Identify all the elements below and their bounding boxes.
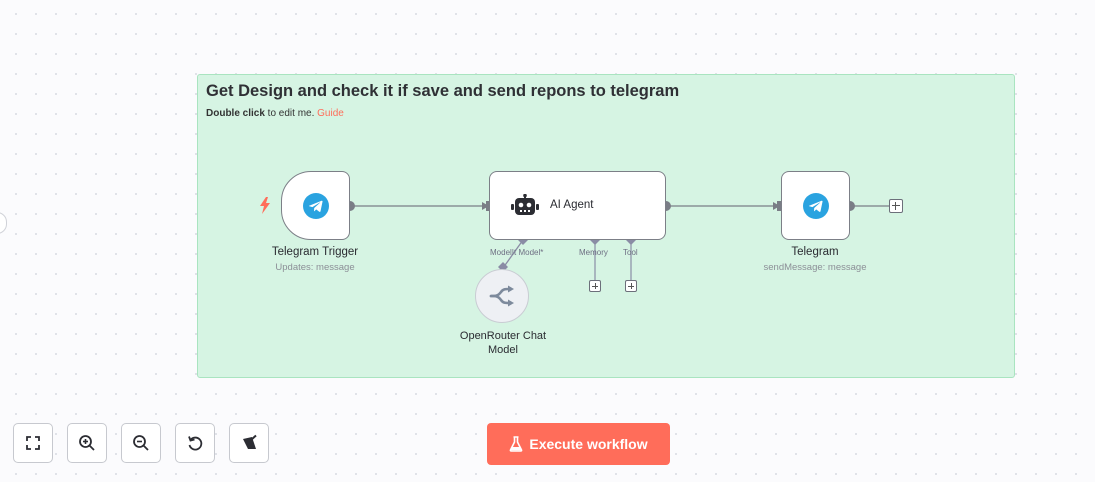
add-next-node-button[interactable] [889,199,903,213]
memory-port-label: Memory [579,248,608,257]
fit-view-icon [26,436,40,450]
telegram-trigger-subtitle: Updates: message [275,262,355,273]
broom-icon [243,434,257,449]
trigger-bolt-icon [260,197,270,214]
zoom-out-button[interactable] [121,423,161,463]
zoom-in-button[interactable] [67,423,107,463]
zoom-to-fit-button[interactable] [13,423,53,463]
zoom-in-icon [79,435,95,451]
telegram-input-port [777,201,781,211]
ai-agent-label: AI Agent [550,199,594,211]
connection-arrow [482,202,489,210]
openrouter-icon [489,285,514,307]
connection-model [502,239,524,269]
tidy-up-button[interactable] [229,423,269,463]
hint-text: to edit me. [264,108,318,119]
execute-workflow-button[interactable]: Execute workflow [487,423,670,465]
telegram-subtitle: sendMessage: message [763,262,867,273]
hint-bold: Double click [206,108,265,119]
zoom-out-icon [133,435,149,451]
agent-input-port [486,201,490,211]
add-tool-button[interactable] [625,280,637,292]
execute-workflow-label: Execute workflow [529,436,648,452]
telegram-label: Telegram [791,246,839,258]
telegram-node[interactable] [781,171,850,240]
tool-port-label: Tool [623,248,638,257]
telegram-trigger-node[interactable] [281,171,350,240]
guide-link[interactable]: Guide [317,108,344,119]
telegram-icon [302,192,329,219]
sticky-note-title: Get Design and check it if save and send… [206,82,680,100]
telegram-trigger-label: Telegram Trigger [271,246,359,258]
undo-icon [188,436,203,451]
openrouter-label: OpenRouter Chat Model [459,330,547,356]
model-port-label: ModelIt Model* [490,248,544,257]
add-memory-button[interactable] [589,280,601,292]
telegram-icon [802,192,829,219]
flask-icon [509,436,523,452]
sticky-note-hint: Double click to edit me. Guide [206,108,344,119]
reset-zoom-button[interactable] [175,423,215,463]
openrouter-node[interactable] [475,269,529,323]
connection-arrow [773,202,780,210]
robot-icon [511,194,539,215]
